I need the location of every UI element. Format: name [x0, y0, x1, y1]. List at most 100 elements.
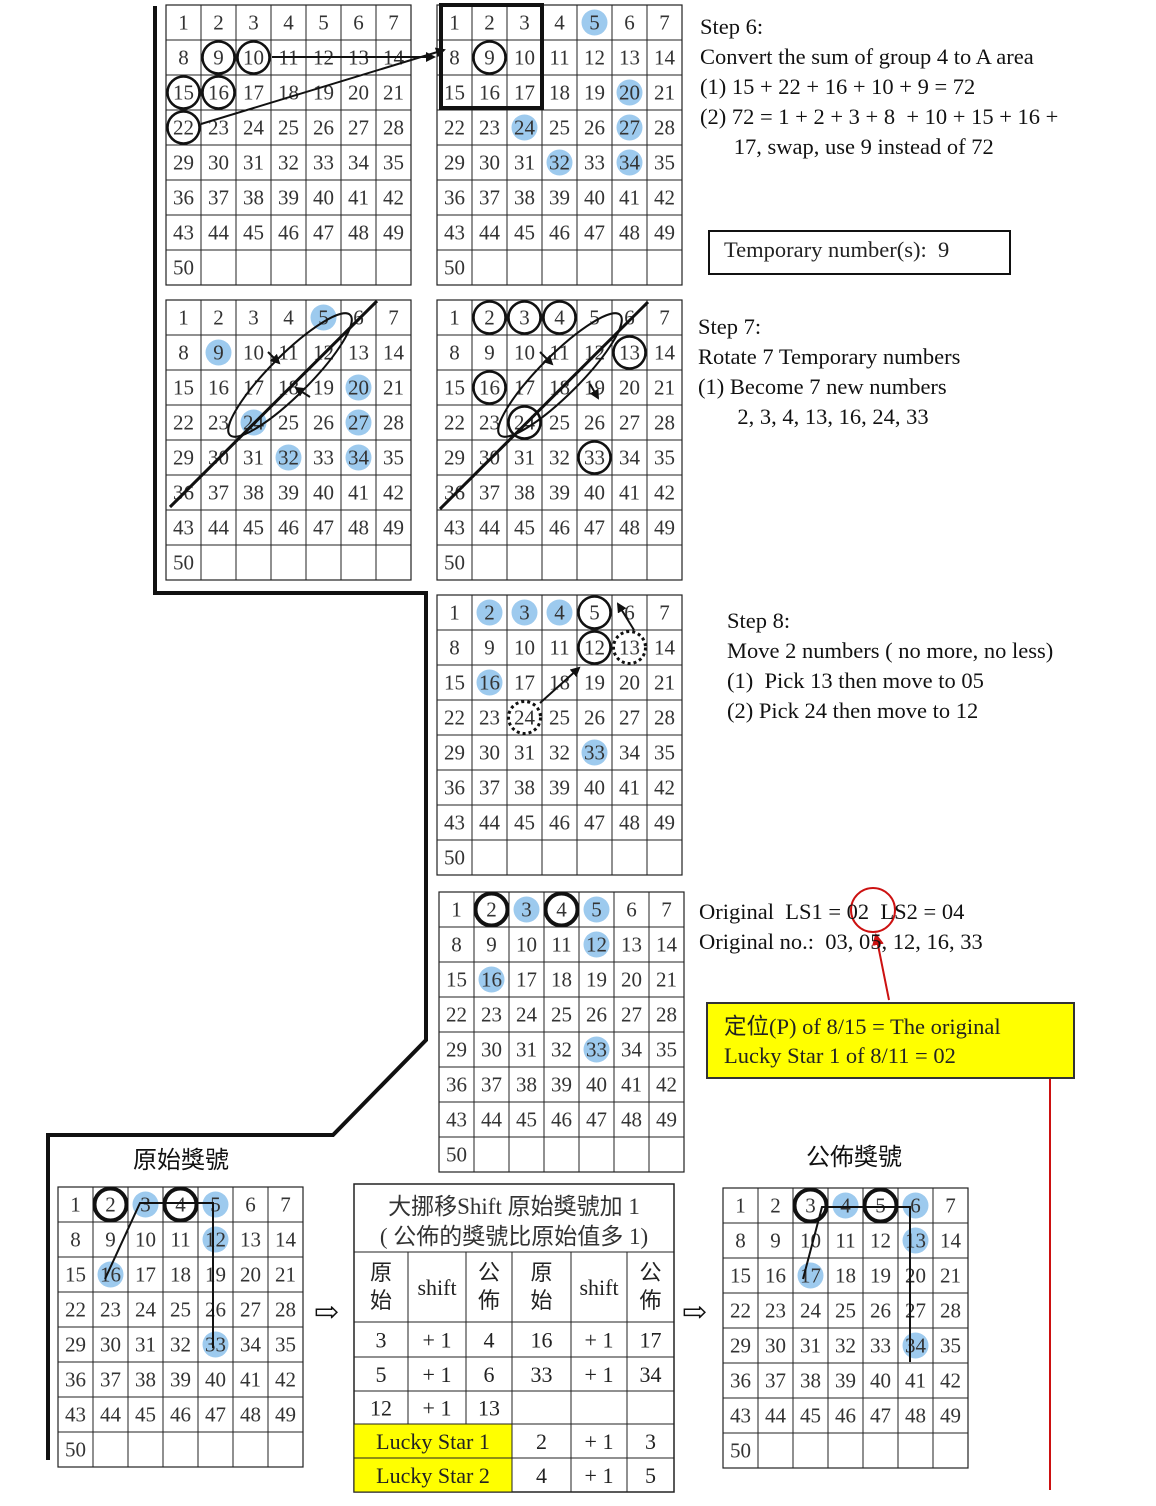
- grid-cell-number: 9: [213, 46, 224, 70]
- grid-cell-number: 22: [173, 411, 194, 435]
- table-cell: 34: [640, 1362, 662, 1387]
- grid-cell-number: 10: [243, 46, 264, 70]
- blue-marker: [476, 599, 503, 626]
- table-cell: 4: [484, 1328, 495, 1353]
- announced-label: 公佈獎號: [806, 1145, 902, 1171]
- grid-cell-number: 41: [348, 481, 369, 505]
- grid-cell-number: 46: [835, 1404, 856, 1428]
- grid-cell-number: 37: [208, 186, 229, 210]
- grid-cell-number: 7: [661, 898, 672, 922]
- grid-cell-number: 3: [140, 1193, 151, 1217]
- grid-cell-number: 25: [551, 1003, 572, 1027]
- table-header: 原: [530, 1260, 552, 1285]
- table-cell: + 1: [585, 1429, 614, 1454]
- blue-marker: [616, 79, 643, 106]
- grid-cell-number: 41: [619, 481, 640, 505]
- grid-cell-number: 15: [444, 81, 465, 105]
- grid-cell-number: 39: [549, 186, 570, 210]
- table-header: 原: [370, 1260, 392, 1285]
- grid-cell-number: 19: [584, 376, 605, 400]
- grid-cell-number: 8: [449, 46, 460, 70]
- table-cell: 5: [645, 1463, 656, 1488]
- grid-cell-number: 24: [243, 116, 265, 140]
- step6-text: Step 6:Convert the sum of group 4 to A a…: [700, 12, 1058, 162]
- grid-cell-number: 10: [514, 46, 535, 70]
- blue-marker: [511, 114, 538, 141]
- grid-cell-number: 7: [280, 1193, 291, 1217]
- grid-cell-number: 25: [170, 1298, 191, 1322]
- grid-cell-number: 17: [514, 81, 535, 105]
- grid-cell-number: 35: [383, 446, 404, 470]
- grid-cell-number: 14: [654, 341, 676, 365]
- grid-cell-number: 46: [549, 811, 570, 835]
- table-header: 始: [530, 1288, 552, 1313]
- table-cell: 5: [376, 1362, 387, 1387]
- grid-cell-number: 39: [278, 481, 299, 505]
- grid-cell-number: 44: [479, 516, 501, 540]
- step6-line4: 17, swap, use 9 instead of 72: [700, 134, 994, 159]
- shift-path-left: [104, 1202, 214, 1348]
- grid-cell-number: 19: [313, 81, 334, 105]
- grid-cell-number: 50: [173, 551, 194, 575]
- grid-cell-number: 16: [100, 1263, 121, 1287]
- grid-cell-number: 20: [621, 968, 642, 992]
- grid-cell-number: 31: [514, 151, 535, 175]
- grid-cell-number: 8: [449, 636, 460, 660]
- grid-cell-number: 5: [589, 601, 600, 625]
- grid-cell-number: 38: [243, 186, 264, 210]
- step7-line3: 2, 3, 4, 13, 16, 24, 33: [698, 404, 929, 429]
- grid-cell-number: 40: [586, 1073, 607, 1097]
- grid-cell-number: 15: [65, 1263, 86, 1287]
- grid-cell-number: 16: [481, 968, 502, 992]
- grid-cell-number: 50: [444, 256, 465, 280]
- table-title-line1: 大挪移Shift 原始獎號加 1: [388, 1194, 640, 1219]
- grid-cell-number: 15: [730, 1264, 751, 1288]
- grid-cell-number: 34: [348, 446, 370, 470]
- grid-cell-number: 33: [313, 446, 334, 470]
- grid-cell-number: 27: [619, 411, 640, 435]
- grid-cell-number: 6: [245, 1193, 256, 1217]
- grid-cell-number: 3: [519, 11, 530, 35]
- grid-cell-number: 29: [65, 1333, 86, 1357]
- grid-cell-number: 30: [479, 151, 500, 175]
- rotation-marks-left: [168, 299, 379, 509]
- grid-cell-number: 26: [586, 1003, 607, 1027]
- step7-line1: Rotate 7 Temporary numbers: [698, 344, 961, 369]
- grid-cell-number: 29: [444, 446, 465, 470]
- grid-cell-number: 38: [514, 481, 535, 505]
- grid-cell-number: 49: [940, 1404, 961, 1428]
- grid-cell-number: 48: [621, 1108, 642, 1132]
- grid-cell-number: 39: [551, 1073, 572, 1097]
- grid-cell-number: 26: [313, 116, 334, 140]
- circle-marker: [201, 40, 236, 75]
- circle-marker: [92, 1186, 129, 1223]
- grid-cell-number: 20: [348, 81, 369, 105]
- grid-cell-number: 34: [619, 446, 641, 470]
- grid-cell-number: 10: [514, 636, 535, 660]
- grid-cell-number: 4: [840, 1194, 851, 1218]
- table-cell: 3: [645, 1429, 656, 1454]
- grid-cell-number: 18: [549, 81, 570, 105]
- grid-cell-number: 17: [135, 1263, 156, 1287]
- grid-cell-number: 22: [444, 411, 465, 435]
- grid-cell-number: 34: [905, 1334, 927, 1358]
- grid-cell-number: 1: [178, 306, 189, 330]
- grid-cell-number: 21: [275, 1263, 296, 1287]
- step6-line3: (2) 72 = 1 + 2 + 3 + 8 + 10 + 15 + 16 +: [700, 104, 1059, 129]
- table-cell: 2: [536, 1429, 547, 1454]
- blue-marker: [581, 739, 608, 766]
- grid-cell-number: 47: [205, 1403, 226, 1427]
- grid-cell-number: 39: [549, 481, 570, 505]
- grid-cell-number: 31: [135, 1333, 156, 1357]
- grid-cell-number: 24: [516, 1003, 538, 1027]
- table-cell: + 1: [585, 1328, 614, 1353]
- grid-cell-number: 24: [135, 1298, 157, 1322]
- grid-cell-number: 6: [624, 601, 635, 625]
- grid-cell-number: 38: [514, 186, 535, 210]
- grid-cell-number: 46: [170, 1403, 191, 1427]
- grid-cell-number: 43: [173, 516, 194, 540]
- grid-cell-number: 13: [905, 1229, 926, 1253]
- grid-cell-number: 40: [584, 186, 605, 210]
